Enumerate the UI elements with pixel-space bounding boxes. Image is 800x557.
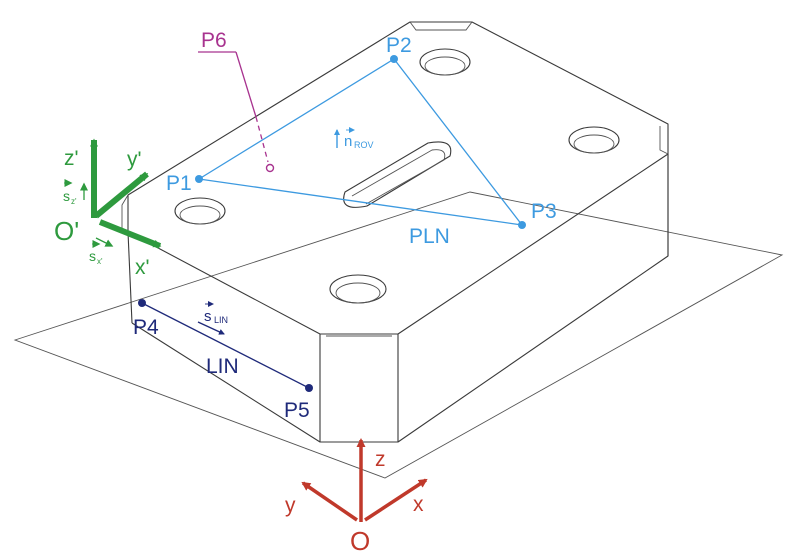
- lin-label: LIN: [206, 355, 239, 378]
- hole: [174, 197, 226, 225]
- sx-label: s: [89, 248, 96, 264]
- chamfer-edge: [409, 21, 473, 31]
- frame-origin-label: O: [350, 526, 370, 556]
- frame-z-label: z: [375, 448, 386, 471]
- sz-label: s: [63, 188, 70, 204]
- sx-subscript: x': [97, 257, 103, 266]
- point-p3-marker: [518, 221, 526, 229]
- p4-label: P4: [133, 316, 159, 339]
- point-p5-marker: [305, 384, 313, 392]
- workpiece-block: [121, 21, 669, 443]
- slot: [343, 141, 452, 208]
- p1-label: P1: [166, 172, 192, 195]
- point-p1-marker: [195, 175, 203, 183]
- frame-prime-z-label: z': [64, 147, 79, 170]
- frame-x-label: x: [413, 493, 424, 516]
- bottom-edge: [131, 154, 669, 443]
- chamfer-edge: [121, 194, 129, 233]
- frame-y-label: y: [285, 494, 296, 517]
- line-segment-lin: s LIN: [138, 299, 313, 392]
- p6-label: P6: [201, 29, 227, 52]
- hole: [568, 126, 620, 154]
- sz-subscript: z': [71, 197, 77, 206]
- nrov-subscript: ROV: [354, 140, 374, 150]
- hole: [329, 274, 387, 304]
- normal-vector-nrov: n ROV: [334, 127, 374, 150]
- point-p4-marker: [138, 299, 146, 307]
- frame-prime-origin-label: O': [54, 216, 79, 246]
- pln-label: PLN: [409, 225, 450, 248]
- slin-subscript: LIN: [214, 315, 228, 325]
- base-plate: [13, 191, 784, 479]
- point-p6: P6: [198, 29, 275, 173]
- workpiece-coordinate-frame: s z' s x' z' y' O' x': [54, 138, 162, 279]
- vertical-edge: [127, 231, 133, 324]
- p2-label: P2: [386, 34, 412, 57]
- plane-triangle: [195, 55, 526, 229]
- chamfer-edge: [659, 126, 669, 155]
- nrov-label: n: [344, 133, 352, 150]
- frame-prime-y-label: y': [127, 148, 142, 171]
- p3-label: P3: [531, 200, 557, 223]
- machine-coordinate-frame: z y x O: [285, 438, 428, 556]
- hole: [419, 48, 471, 76]
- point-p2-marker: [390, 55, 398, 63]
- slin-label: s: [204, 308, 212, 325]
- frame-prime-x-label: x': [135, 256, 150, 279]
- top-face: [127, 21, 669, 335]
- p5-label: P5: [284, 399, 310, 422]
